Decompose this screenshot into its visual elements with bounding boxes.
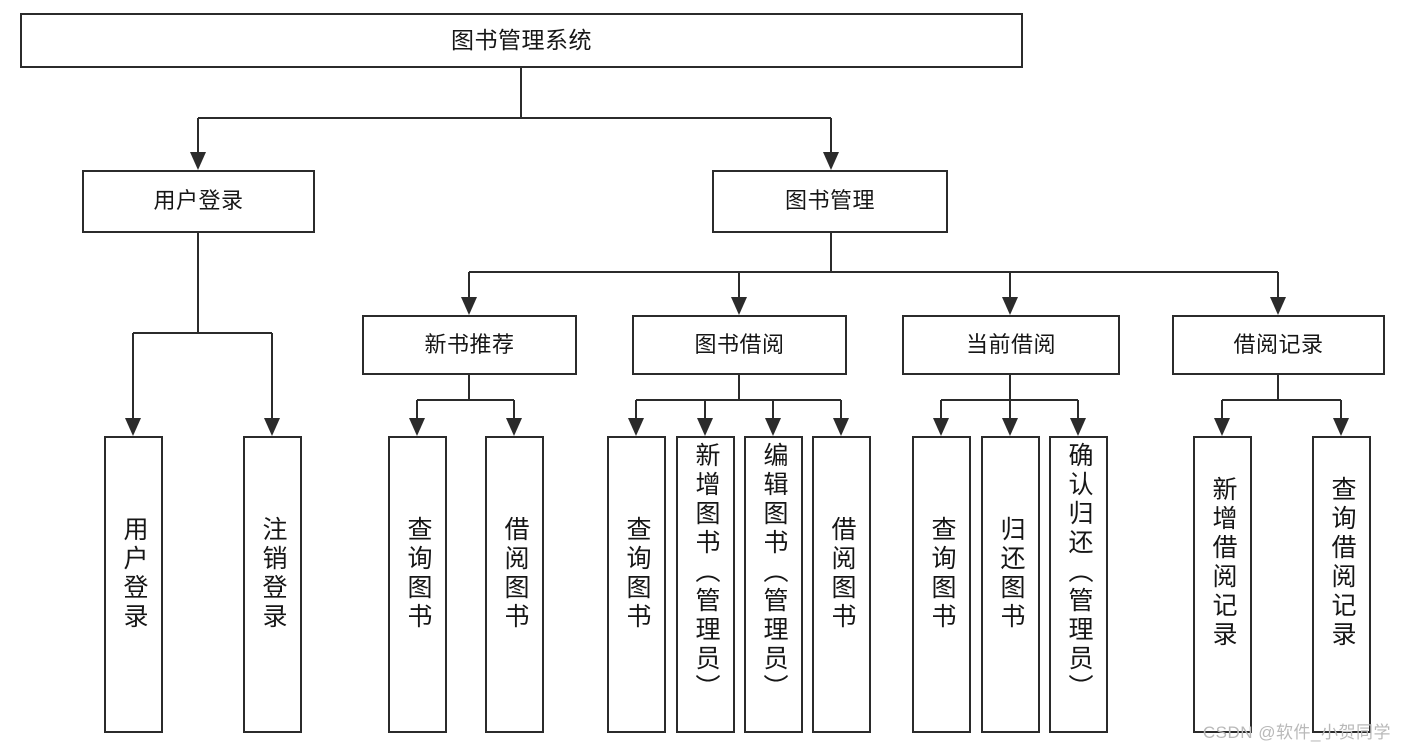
leaf-borrow-book-recommend[interactable]: 借阅图书 — [485, 436, 544, 733]
arrow-root-to-bookmgmt — [823, 152, 839, 170]
arrow-login-to-leaf2 — [264, 418, 280, 436]
node-root-book-management-system[interactable]: 图书管理系统 — [20, 13, 1023, 68]
node-book-management[interactable]: 图书管理 — [712, 170, 948, 233]
leaf-label: 查询图书 — [928, 516, 956, 632]
leaf-label: 查询图书 — [623, 516, 651, 632]
node-new-book-recommend[interactable]: 新书推荐 — [362, 315, 577, 375]
leaf-query-borrow-record[interactable]: 查询借阅记录 — [1312, 436, 1371, 733]
node-label: 图书管理 — [784, 188, 875, 214]
leaf-add-book-admin[interactable]: 新增图书（管理员） — [676, 436, 735, 733]
arrow-current-to-leaf3 — [1070, 418, 1086, 436]
leaf-label: 归还图书 — [997, 516, 1025, 632]
arrow-current-to-leaf1 — [933, 418, 949, 436]
arrow-recommend-to-leaf1 — [409, 418, 425, 436]
leaf-borrow-book[interactable]: 借阅图书 — [812, 436, 871, 733]
arrow-root-to-login — [190, 152, 206, 170]
arrow-record-to-leaf1 — [1214, 418, 1230, 436]
leaf-user-login[interactable]: 用户登录 — [104, 436, 163, 733]
node-book-borrow[interactable]: 图书借阅 — [632, 315, 847, 375]
arrow-borrow-to-leaf4 — [833, 418, 849, 436]
node-label: 图书管理系统 — [451, 26, 592, 53]
node-label: 当前借阅 — [965, 331, 1056, 357]
leaf-query-book-current[interactable]: 查询图书 — [912, 436, 971, 733]
leaf-return-book[interactable]: 归还图书 — [981, 436, 1040, 733]
arrow-borrow-to-leaf3 — [765, 418, 781, 436]
arrow-record-to-leaf2 — [1333, 418, 1349, 436]
arrow-borrow-to-leaf1 — [628, 418, 644, 436]
node-current-borrow[interactable]: 当前借阅 — [902, 315, 1120, 375]
leaf-query-book-recommend[interactable]: 查询图书 — [388, 436, 447, 733]
leaf-logout[interactable]: 注销登录 — [243, 436, 302, 733]
node-borrow-record[interactable]: 借阅记录 — [1172, 315, 1385, 375]
arrow-recommend-to-leaf2 — [506, 418, 522, 436]
leaf-label: 新增图书（管理员） — [692, 442, 720, 703]
leaf-label: 查询图书 — [404, 516, 432, 632]
arrow-borrow-to-leaf2 — [697, 418, 713, 436]
leaf-label: 注销登录 — [259, 516, 287, 632]
leaf-label: 用户登录 — [120, 516, 148, 632]
node-label: 图书借阅 — [694, 331, 785, 357]
node-user-login[interactable]: 用户登录 — [82, 170, 315, 233]
arrow-bookmgmt-to-l3a — [461, 297, 477, 315]
leaf-add-borrow-record[interactable]: 新增借阅记录 — [1193, 436, 1252, 733]
leaf-edit-book-admin[interactable]: 编辑图书（管理员） — [744, 436, 803, 733]
arrow-bookmgmt-to-l3d — [1270, 297, 1286, 315]
arrow-bookmgmt-to-l3b — [731, 297, 747, 315]
leaf-label: 借阅图书 — [828, 516, 856, 632]
leaf-label: 确认归还（管理员） — [1065, 442, 1093, 703]
leaf-query-book-borrow[interactable]: 查询图书 — [607, 436, 666, 733]
arrow-login-to-leaf1 — [125, 418, 141, 436]
node-label: 新书推荐 — [424, 331, 515, 357]
node-label: 用户登录 — [153, 188, 244, 214]
node-label: 借阅记录 — [1233, 331, 1324, 357]
leaf-confirm-return-admin[interactable]: 确认归还（管理员） — [1049, 436, 1108, 733]
leaf-label: 编辑图书（管理员） — [760, 442, 788, 703]
csdn-watermark: CSDN @软件_小贺同学 — [1202, 723, 1391, 742]
arrow-bookmgmt-to-l3c — [1002, 297, 1018, 315]
arrow-current-to-leaf2 — [1002, 418, 1018, 436]
leaf-label: 新增借阅记录 — [1209, 476, 1237, 650]
leaf-label: 借阅图书 — [501, 516, 529, 632]
leaf-label: 查询借阅记录 — [1328, 476, 1356, 650]
